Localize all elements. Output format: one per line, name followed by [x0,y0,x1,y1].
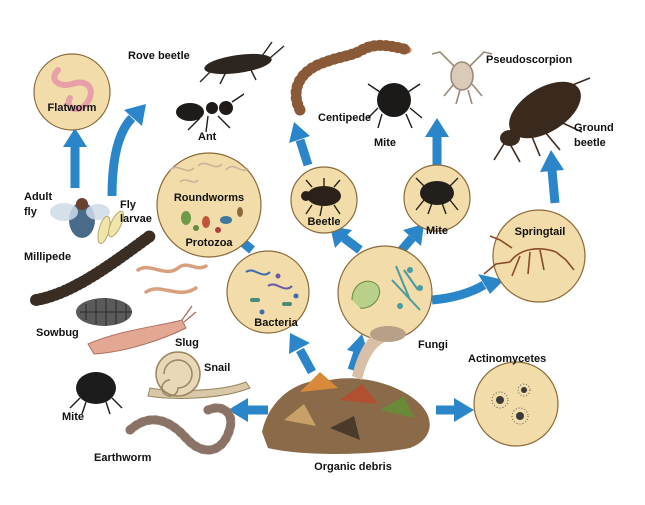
fungi-icon [351,265,423,311]
label-protozoa: Protozoa [185,237,233,249]
label-fly-larvae-1: Fly [120,199,137,211]
label-roundworms: Roundworms [174,192,244,204]
label-millipede: Millipede [24,251,71,263]
label-bacteria: Bacteria [254,317,298,329]
springtail-circle [483,209,586,303]
flatworm-circle [33,53,111,131]
label-actinomycetes: Actinomycetes [468,353,546,365]
organic-debris-icon [262,326,430,454]
millipede-icon [30,230,156,306]
label-fly-larvae-2: larvae [120,213,152,225]
ant-icon [176,93,245,133]
label-centipede: Centipede [318,112,371,124]
adult-fly-icon [50,198,110,238]
label-mite-mid: Mite [426,225,448,237]
arrow-debris-to-actinomycetes [436,398,474,422]
label-beetle: Beetle [307,216,340,228]
label-rove-beetle: Rove beetle [128,50,190,62]
actinomycetes-icon [491,383,531,425]
roundworms-protozoa-circle [156,152,262,258]
slug-icon [87,305,197,355]
label-mite-low: Mite [62,411,84,423]
arrow-to-ant [107,104,146,197]
arrow-beetle-to-centipede [289,122,313,167]
label-organic-debris: Organic debris [314,461,392,473]
mite-icon [415,177,459,215]
label-springtail: Springtail [515,226,566,238]
label-flatworm: Flatworm [48,102,97,114]
snail-icon [147,351,251,399]
label-pseudoscorpion: Pseudoscorpion [486,54,572,66]
mite-top-icon [367,83,423,129]
label-slug: Slug [175,337,199,349]
label-adult-fly-1: Adult [24,191,52,203]
label-fungi: Fungi [418,339,448,351]
mite-mid-circle [403,164,471,232]
beetle-icon [301,178,341,217]
springtail-icon [483,235,575,277]
bacteria-circle [226,250,310,334]
arrow-fungi-to-springtail [431,274,504,305]
label-ground-beetle-1: Ground [574,122,614,134]
actinomycetes-circle [473,361,559,447]
label-mite-top: Mite [374,137,396,149]
arrow-debris-to-bacteria [289,333,316,375]
arrow-mite-to-mite [425,118,449,165]
bacteria-icon [245,269,299,315]
sowbug-icon [76,298,132,326]
beetle-circle [290,166,358,234]
label-ground-beetle-2: beetle [574,137,606,149]
arrow-debris-to-left [228,398,268,422]
arrow-fungi-to-mite [396,224,424,255]
fungi-circle [337,245,433,341]
arrow-springtail-to-ground-beetle [540,150,564,204]
fly-larvae-icon [97,210,124,245]
roundworm-icon [169,162,249,183]
label-sowbug: Sowbug [36,327,79,339]
pseudoscorpion-icon [431,51,493,105]
ground-beetle-icon [493,77,591,163]
label-snail: Snail [204,362,230,374]
label-adult-fly-2: fly [24,206,38,218]
flatworm-icon [51,67,94,113]
protozoa-icon [181,207,243,233]
label-earthworm: Earthworm [94,452,152,464]
earthworm-icon [125,403,236,455]
worms-icon [136,263,208,294]
labels: Flatworm Rove beetle Ant Centipede Mite … [24,50,614,473]
centipede-icon [290,39,414,116]
rove-beetle-icon [199,41,285,85]
mite-low-icon [69,372,123,415]
label-ant: Ant [198,131,217,143]
arrow-to-flatworm [63,128,87,188]
